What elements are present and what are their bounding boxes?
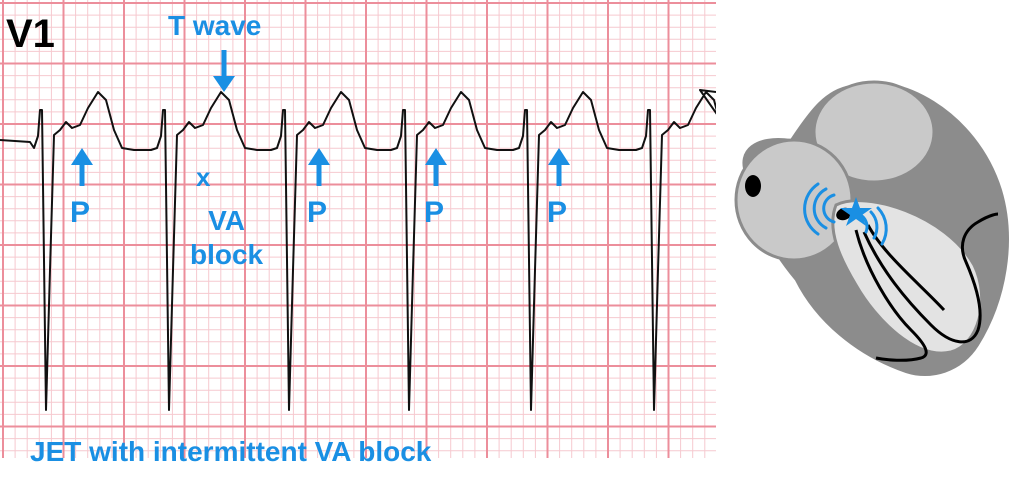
p-wave-label: P — [307, 196, 328, 229]
ventricle-chamber — [831, 199, 984, 355]
va-block-label: VA block — [190, 204, 263, 272]
down-arrow-icon — [213, 50, 235, 92]
t-wave-label: T wave — [168, 10, 262, 41]
signal-wave-icon — [860, 206, 888, 246]
caption: JET with intermittent VA block — [30, 436, 432, 467]
ecg-strip — [0, 0, 716, 458]
star-icon — [840, 197, 872, 226]
ecg-grid-minor — [0, 0, 716, 458]
great-vessel — [812, 80, 936, 184]
p-wave-label: P — [547, 196, 568, 229]
catheter-lead — [854, 229, 928, 362]
catheter-lead — [866, 224, 946, 312]
lead-label: V1 — [6, 12, 55, 56]
va-block-label-line1: VA — [208, 205, 245, 236]
up-arrow-icon — [425, 148, 447, 186]
va-block-label-line2: block — [190, 239, 264, 270]
signal-wave-icon — [803, 182, 836, 236]
up-arrow-icon — [308, 148, 330, 186]
up-arrow-icon — [548, 148, 570, 186]
ecg-strip-panel: V1 T wave x VA block P P P P — [0, 0, 716, 458]
vessel-opening — [745, 175, 761, 197]
blocked-marker: x — [196, 162, 211, 192]
heart-icon — [734, 80, 1009, 376]
p-wave-label: P — [424, 196, 445, 229]
up-arrow-icon — [71, 148, 93, 186]
catheter-lead — [862, 212, 999, 344]
ecg-trace — [0, 89, 716, 411]
ecg-grid-major — [0, 0, 716, 458]
p-wave-label: P — [70, 196, 91, 229]
